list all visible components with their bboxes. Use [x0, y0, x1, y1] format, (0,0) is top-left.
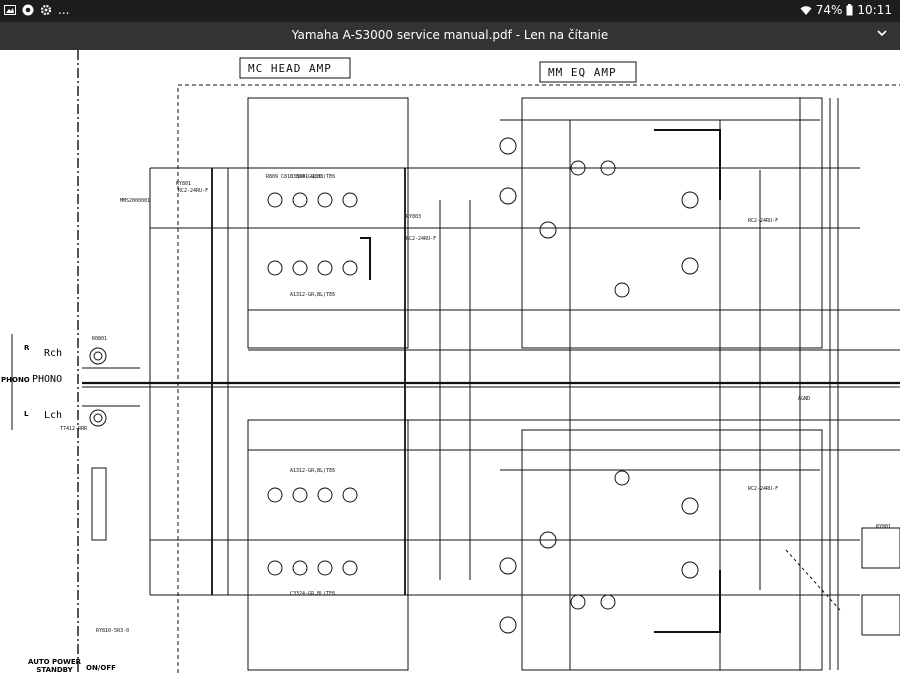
svg-text:C3324-GR,BL(TE6: C3324-GR,BL(TE6	[290, 591, 335, 597]
label-lch: Lch	[44, 410, 63, 421]
schematic-drawing: R809 C810 Q801 Q803 C3324-GR,BL(TE6 A131…	[11, 50, 900, 675]
status-left: ...	[4, 3, 69, 17]
label-phono-left: PHONO	[1, 376, 30, 384]
battery-icon	[846, 4, 853, 16]
label-phono-jack: PHONO	[32, 374, 63, 385]
chrome-icon	[22, 4, 34, 16]
svg-text:T7412-RRR: T7412-RRR	[60, 426, 88, 432]
settings-icon	[40, 4, 52, 16]
mm-eq-amp-label: MM EQ AMP	[548, 66, 617, 79]
svg-text:RC2-24RU-F: RC2-24RU-F	[748, 486, 778, 492]
section-header-mm	[539, 61, 637, 83]
status-bar: ... 74% 10:11	[0, 0, 900, 22]
svg-text:RY810-5R3-0: RY810-5R3-0	[96, 628, 129, 634]
image-icon	[4, 5, 16, 15]
label-on-off: ON/OFF	[86, 664, 116, 672]
status-right: 74% 10:11	[800, 3, 892, 17]
document-title: Yamaha A-S3000 service manual.pdf - Len …	[291, 28, 609, 42]
label-l: L	[24, 410, 29, 418]
svg-text:A1312-GR,BL(TE6: A1312-GR,BL(TE6	[290, 292, 335, 298]
svg-text:MMS2000001: MMS2000001	[120, 198, 150, 204]
svg-text:AGND: AGND	[798, 396, 810, 402]
svg-text:A1312-GR,BL(TE6: A1312-GR,BL(TE6	[290, 468, 335, 474]
wifi-icon	[800, 5, 812, 15]
overflow-dots: ...	[58, 3, 70, 17]
svg-text:R0801: R0801	[92, 336, 107, 342]
svg-text:RC2-24RU-F: RC2-24RU-F	[406, 236, 436, 242]
label-rch: Rch	[44, 348, 63, 359]
pdf-page-view[interactable]: R809 C810 Q801 Q803 C3324-GR,BL(TE6 A131…	[0, 50, 900, 675]
battery-percent: 74%	[815, 3, 843, 17]
chevron-down-icon[interactable]	[876, 27, 888, 43]
clock: 10:11	[857, 3, 892, 17]
label-r: R	[24, 344, 30, 352]
svg-text:RC2-24RU-F: RC2-24RU-F	[748, 218, 778, 224]
svg-text:RY801: RY801	[176, 181, 191, 187]
svg-text:R809 C810 Q801 Q803: R809 C810 Q801 Q803	[266, 174, 323, 180]
svg-text:RY803: RY803	[406, 214, 421, 220]
label-auto-power-standby: AUTO POWER STANDBY	[28, 658, 82, 674]
svg-text:C3324-GR,BL(TE6: C3324-GR,BL(TE6	[290, 174, 335, 180]
svg-text:RC2-24RU-F: RC2-24RU-F	[178, 188, 208, 194]
mc-head-amp-label: MC HEAD AMP	[248, 62, 332, 75]
svg-text:RY801: RY801	[876, 524, 891, 530]
document-title-bar[interactable]: Yamaha A-S3000 service manual.pdf - Len …	[0, 22, 900, 50]
section-header-mc	[239, 57, 351, 79]
